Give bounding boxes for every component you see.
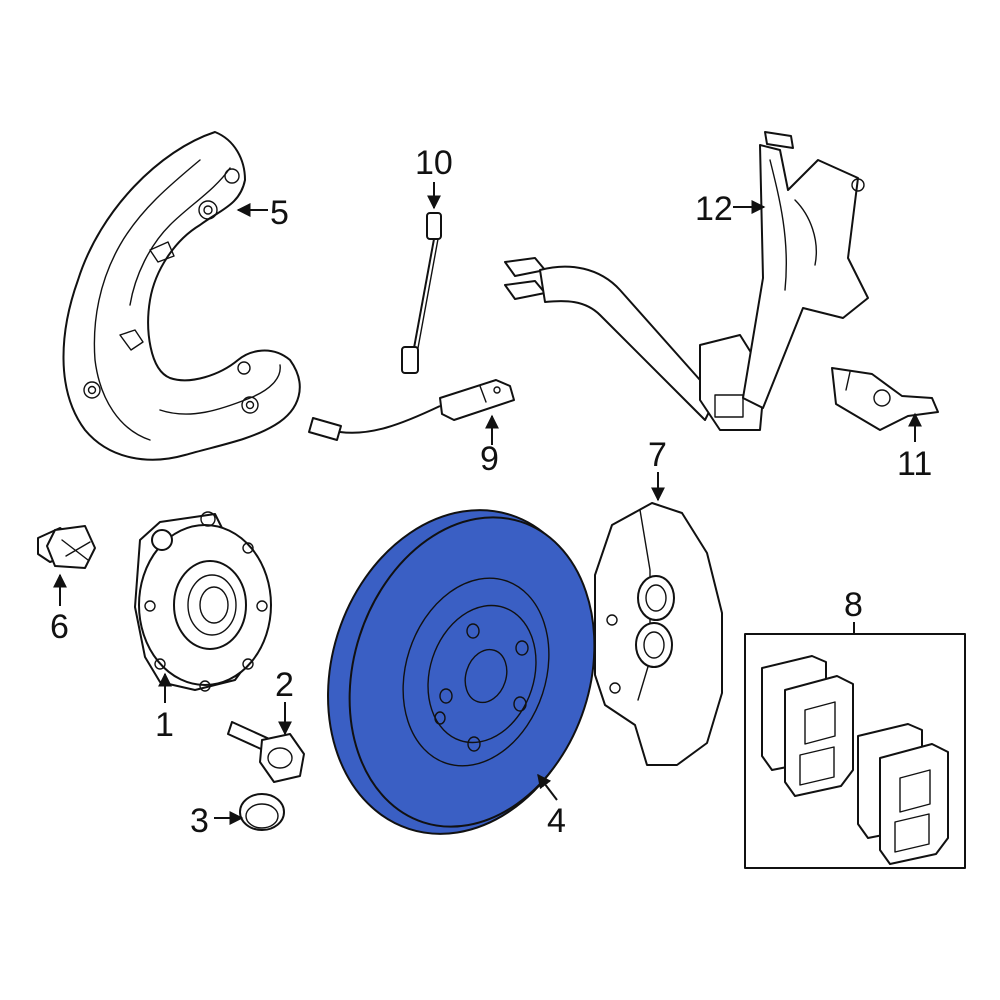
rotor-part[interactable] <box>287 476 633 869</box>
hub-part[interactable] <box>134 511 272 692</box>
rotor-face[interactable] <box>311 485 633 858</box>
splash-shield-part[interactable] <box>62 131 301 461</box>
nut-part[interactable] <box>37 525 96 569</box>
bracket-part[interactable] <box>504 131 869 431</box>
callout-9: 9 <box>480 440 499 478</box>
callout-6: 6 <box>50 608 69 646</box>
callout-3: 3 <box>190 802 209 840</box>
callout-10: 10 <box>415 144 453 182</box>
callout-2: 2 <box>275 666 294 704</box>
callout-1: 1 <box>155 706 174 744</box>
speed-sensor-part[interactable] <box>831 367 939 431</box>
hub-bolt-part[interactable] <box>227 721 305 783</box>
wear-sensor-part[interactable] <box>308 379 515 441</box>
callout-4: 4 <box>547 802 566 840</box>
caliper-part[interactable] <box>594 502 723 766</box>
callout-labels: 5 10 9 12 11 7 8 6 1 2 3 4 <box>50 144 932 840</box>
callout-8: 8 <box>844 586 863 624</box>
cap-part[interactable] <box>239 793 285 831</box>
callout-11: 11 <box>897 445 932 483</box>
leader-arrows <box>53 182 922 825</box>
callout-5: 5 <box>270 194 289 232</box>
callout-12: 12 <box>695 190 733 228</box>
brake-pads-box[interactable] <box>744 633 966 869</box>
callout-7: 7 <box>648 436 667 474</box>
sensor-lead-part[interactable] <box>401 212 442 374</box>
